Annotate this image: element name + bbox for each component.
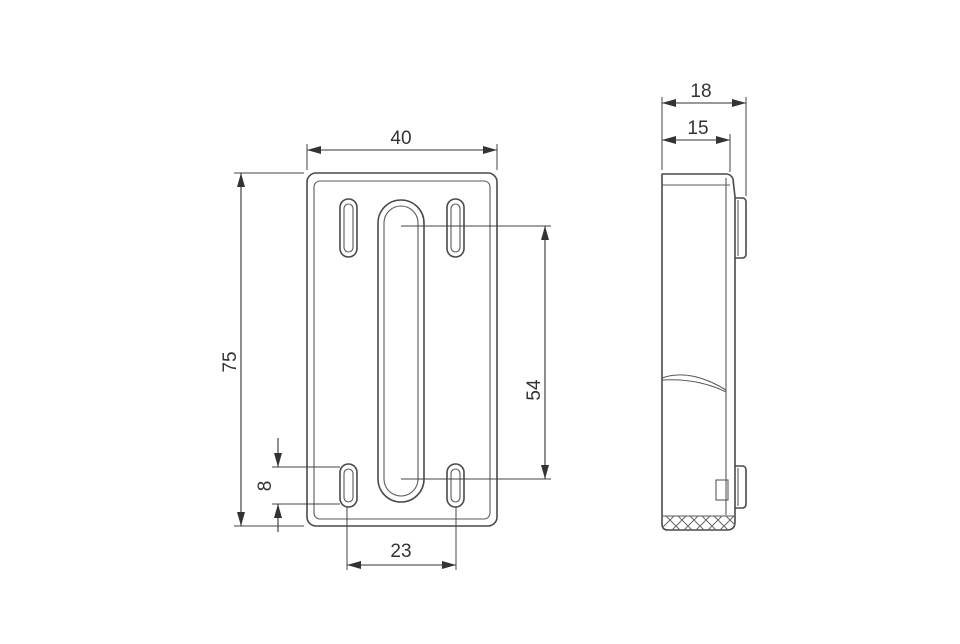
mounting-slot-top-right: [446, 198, 465, 258]
dimension-slot-length: 8: [255, 438, 340, 532]
dimension-slot-centers: 54: [401, 225, 551, 480]
side-upper-boss: [735, 197, 747, 259]
dimension-body-depth-label: 15: [687, 118, 708, 139]
dimension-width-label: 40: [390, 128, 411, 149]
dimension-slot-centers-label: 54: [524, 379, 545, 401]
mounting-slot-bottom-right: [446, 463, 465, 508]
dimension-hole-spacing: 23: [346, 507, 457, 570]
dimension-height: 75: [220, 172, 304, 527]
central-slot: [377, 199, 425, 503]
side-view: 18 15: [661, 81, 747, 531]
dimension-height-label: 75: [220, 351, 241, 372]
bracket-inner-outline: [313, 180, 491, 520]
side-lower-boss: [715, 465, 747, 509]
mounting-slot-bottom-left: [339, 463, 358, 508]
mounting-slot-top-left: [339, 198, 358, 258]
dimension-slot-length-label: 8: [255, 481, 276, 492]
bracket-outer-outline: [306, 172, 498, 527]
side-body-outline: [661, 173, 736, 531]
dimension-hole-spacing-label: 23: [390, 541, 411, 562]
dimension-overall-depth: 18: [661, 81, 747, 196]
dimension-width: 40: [306, 128, 498, 170]
dimension-overall-depth-label: 18: [690, 81, 711, 102]
dimension-body-depth: 15: [662, 118, 731, 172]
side-hatched-section: [662, 516, 735, 530]
front-view: 40 75 54 8: [220, 128, 551, 570]
